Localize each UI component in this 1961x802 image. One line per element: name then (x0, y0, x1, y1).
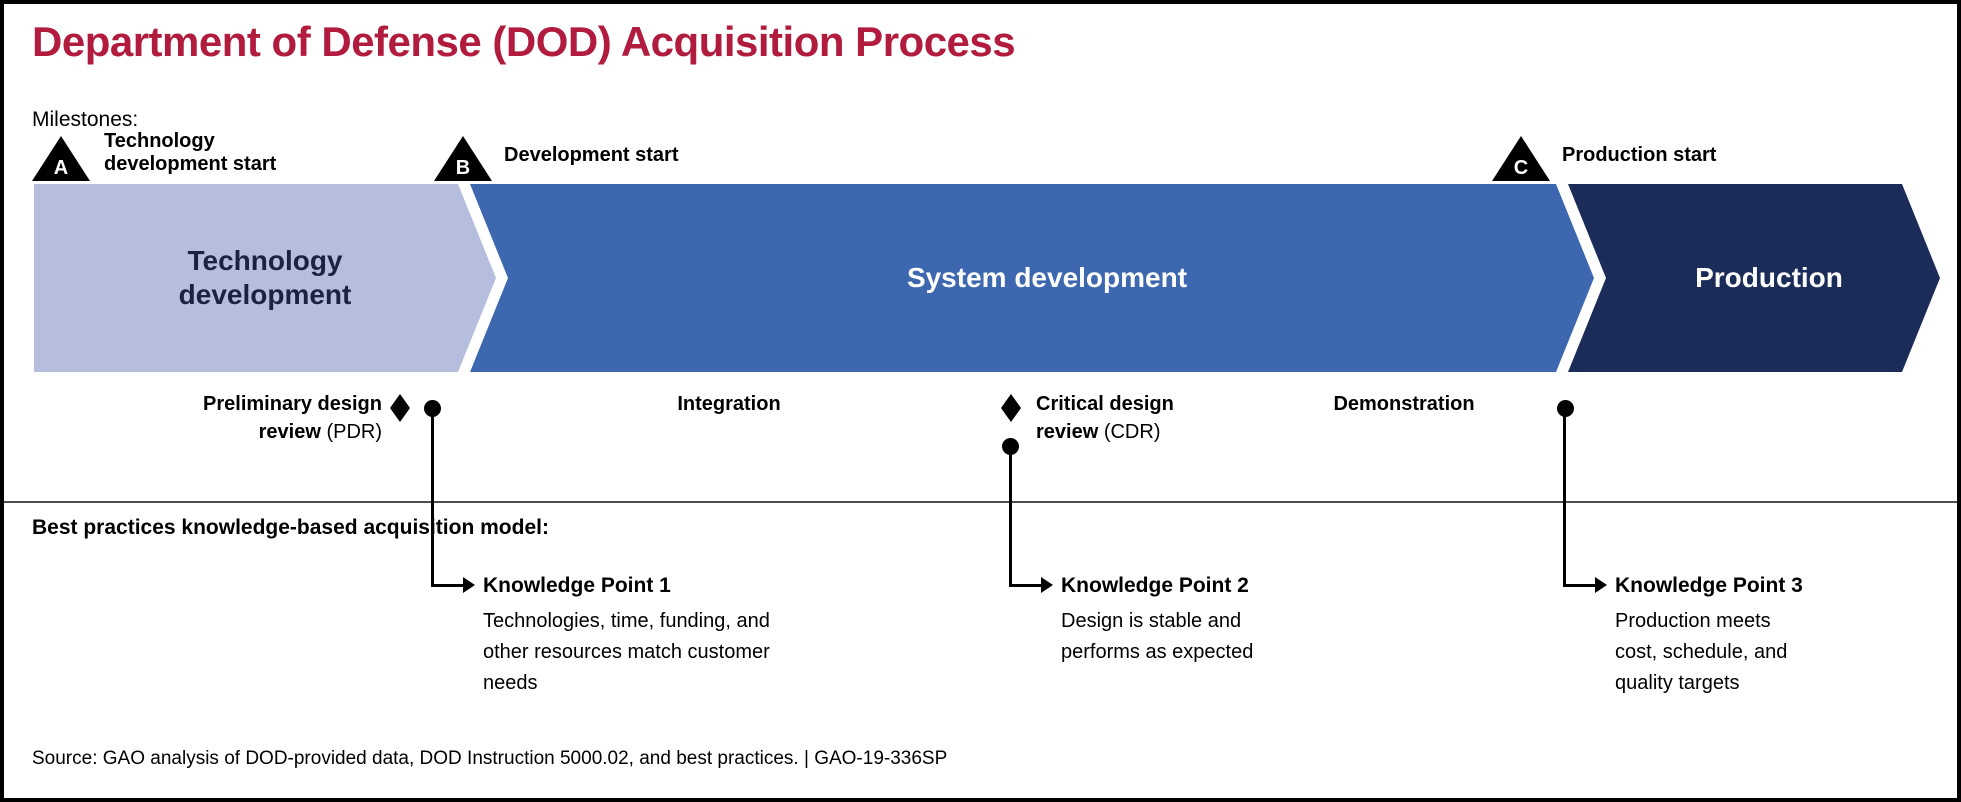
knowledge-point-1-description: Technologies, time, funding, and other r… (483, 610, 770, 694)
phase-production-label: Production (1695, 262, 1843, 293)
phase-arrow-system-development: System development (470, 184, 1594, 372)
pdr-label-line2: review (PDR) (258, 421, 382, 443)
connector-2-vertical-line (1009, 446, 1012, 586)
milestone-a-label-line2: development start (104, 153, 277, 175)
demonstration-label: Demonstration (1333, 393, 1475, 415)
phase-technology-development-label: Technology development (178, 245, 352, 310)
figure-title: Department of Defense (DOD) Acquisition … (32, 18, 1016, 65)
milestone-c-letter: C (1513, 157, 1529, 179)
section-divider (4, 501, 1957, 503)
connector-3-vertical-line (1563, 408, 1566, 586)
phase-system-development-label: System development (906, 262, 1188, 293)
connector-3-arrow-icon (1595, 577, 1607, 593)
milestone-b-triangle-icon: B (434, 136, 492, 181)
pdr-label-line1: Preliminary design (203, 393, 382, 415)
connector-3-horizontal-line (1563, 584, 1595, 587)
best-practices-heading: Best practices knowledge-based acquisiti… (32, 516, 549, 539)
integration-label: Integration (677, 393, 781, 415)
source-note: Source: GAO analysis of DOD-provided dat… (32, 748, 948, 769)
milestone-a-label-line1: Technology (104, 130, 215, 152)
pdr-diamond-icon (390, 394, 410, 422)
cdr-label-line2: review (CDR) (1036, 421, 1161, 443)
knowledge-point-1-title: Knowledge Point 1 (483, 574, 671, 597)
connector-2-horizontal-line (1009, 584, 1041, 587)
connector-1-horizontal-line (431, 584, 463, 587)
cdr-label-line1: Critical design (1036, 393, 1174, 415)
milestone-b-letter: B (455, 157, 471, 179)
knowledge-point-2-description: Design is stable and performs as expecte… (1061, 610, 1254, 663)
connector-1-arrow-icon (463, 577, 475, 593)
milestone-a-letter: A (53, 157, 69, 179)
milestone-a-label: Technology development start (104, 130, 276, 176)
cdr-diamond-icon (1001, 394, 1021, 422)
cdr-label: Critical design review (CDR) (1036, 390, 1174, 446)
knowledge-point-3-title: Knowledge Point 3 (1615, 574, 1803, 597)
milestones-heading: Milestones: (32, 108, 139, 131)
phase-arrow-technology-development: Technology development (34, 184, 496, 372)
milestone-c-triangle-icon: C (1492, 136, 1550, 181)
connector-1-vertical-line (431, 408, 434, 586)
milestone-c-label: Production start (1562, 144, 1717, 166)
pdr-label: Preliminary design review (PDR) (64, 390, 382, 446)
connector-2-arrow-icon (1041, 577, 1053, 593)
knowledge-point-3-description: Production meets cost, schedule, and qua… (1615, 610, 1788, 694)
phase-arrow-production: Production (1568, 184, 1940, 372)
knowledge-point-2-title: Knowledge Point 2 (1061, 574, 1249, 597)
milestone-b-label: Development start (504, 144, 679, 166)
milestone-a-triangle-icon: A (32, 136, 90, 181)
